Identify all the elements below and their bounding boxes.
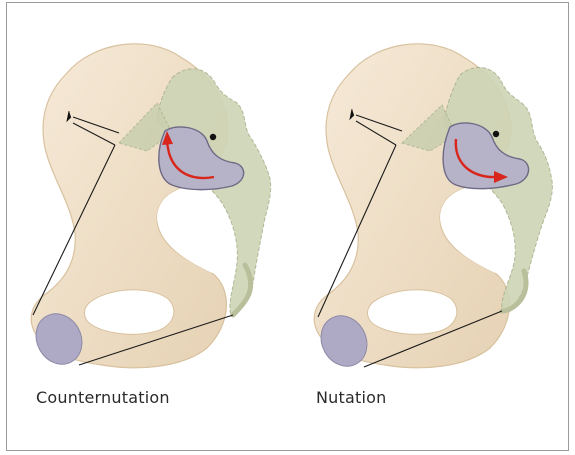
caption-nutation: Nutation bbox=[316, 388, 386, 407]
rotation-axis-dot bbox=[210, 134, 216, 140]
figure-frame: Counternutation Nutation bbox=[6, 2, 569, 451]
pelvis-illustration-counternutation bbox=[7, 3, 290, 452]
caption-counternutation: Counternutation bbox=[36, 388, 170, 407]
rotation-axis-dot bbox=[493, 131, 499, 137]
pelvis-illustration-nutation bbox=[290, 3, 570, 452]
